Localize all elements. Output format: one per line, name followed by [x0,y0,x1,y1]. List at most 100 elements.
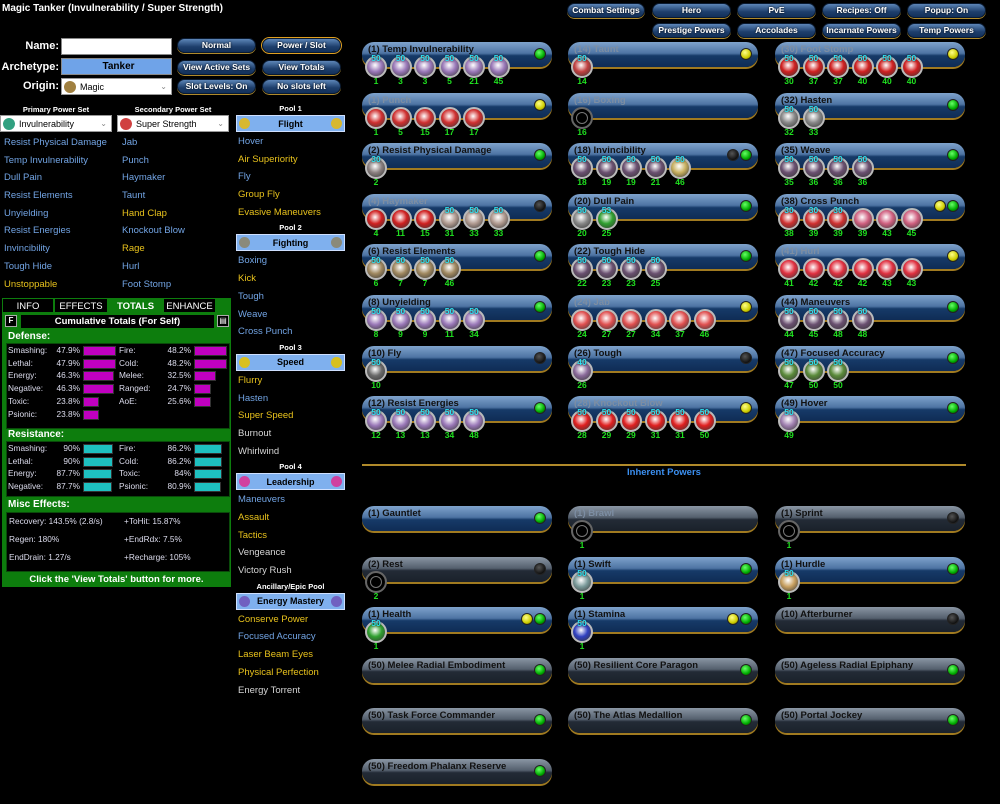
enhancement-slot[interactable] [669,410,691,433]
enhancement-slot[interactable] [644,157,667,180]
power-list-item-weave[interactable]: Weave [238,308,268,320]
enhancement-slot[interactable] [571,309,593,331]
power-entry-task-force-commander[interactable]: (50) Task Force Commander [362,708,552,748]
power-list-item-fly[interactable]: Fly [238,171,251,183]
temp-powers-button[interactable]: Temp Powers [907,23,986,38]
empty-slot[interactable] [571,106,593,129]
power-list-item-focused-accuracy[interactable]: Focused Accuracy [238,631,316,643]
accolades-button[interactable]: Accolades [737,23,816,38]
power-bar[interactable] [775,657,965,683]
power-list-item-tough-hide[interactable]: Tough Hide [4,260,53,272]
power-slot-button[interactable]: Power / Slot [262,38,341,53]
enhancement-slot[interactable] [900,258,923,281]
enhancement-slot[interactable] [389,258,412,281]
enhancement-slot[interactable] [827,258,849,281]
enhancement-slot[interactable] [365,56,387,78]
power-list-item-tactics[interactable]: Tactics [238,529,268,541]
enhancement-slot[interactable] [778,207,800,230]
power-bar[interactable] [775,506,965,531]
power-list-item-resist-energies[interactable]: Resist Energies [4,225,71,237]
enhancement-slot[interactable] [778,258,800,281]
power-list-item-taunt[interactable]: Taunt [122,190,146,202]
power-list-item-hurl[interactable]: Hurl [122,260,140,272]
enhancement-slot[interactable] [620,309,642,331]
power-list-item-hand-clap[interactable]: Hand Clap [122,207,167,219]
origin-dropdown[interactable]: Magic⌄ [61,78,172,95]
enhancement-slot[interactable] [414,309,436,331]
enhancement-slot[interactable] [802,258,825,281]
power-list-item-maneuvers[interactable]: Maneuvers [238,494,285,506]
enhancement-slot[interactable] [571,570,593,593]
enhancement-slot[interactable] [463,410,485,433]
power-list-item-kick[interactable]: Kick [238,273,256,285]
f-toggle-button[interactable]: F [5,315,17,327]
enhancement-slot[interactable] [669,309,691,331]
enhancement-slot[interactable] [487,207,510,230]
power-list-item-haymaker[interactable]: Haymaker [122,172,166,184]
power-list-item-foot-stomp[interactable]: Foot Stomp [122,278,172,290]
enhancement-slot[interactable] [827,56,849,78]
enhancement-slot[interactable] [365,106,387,129]
power-bar[interactable] [775,708,965,734]
enhancement-slot[interactable] [438,207,461,230]
tab-info[interactable]: INFO [2,298,54,313]
power-bar[interactable] [362,556,552,582]
power-bar[interactable] [568,708,758,734]
enhancement-slot[interactable] [595,410,618,433]
power-list-item-conserve-power[interactable]: Conserve Power [238,613,309,625]
enhancement-slot[interactable] [876,56,898,78]
enhancement-slot[interactable] [571,621,593,644]
enhancement-slot[interactable] [693,410,716,433]
enhancement-slot[interactable] [876,207,898,230]
enhancement-slot[interactable] [644,309,667,331]
enhancement-slot[interactable] [414,258,436,281]
power-list-item-temp-invulnerability[interactable]: Temp Invulnerability [4,154,88,166]
power-list-item-resist-physical-damage[interactable]: Resist Physical Damage [4,137,107,148]
enhancement-slot[interactable] [827,359,849,382]
primary-set-dropdown[interactable]: Invulnerability⌄ [0,115,112,132]
power-entry-melee-radial-embodiment[interactable]: (50) Melee Radial Embodiment [362,657,552,698]
enhancement-slot[interactable] [438,258,461,281]
enhancement-slot[interactable] [778,570,800,593]
enhancement-slot[interactable] [571,207,593,230]
slot-levels-button[interactable]: Slot Levels: On [177,79,256,94]
power-entry-the-atlas-medallion[interactable]: (50) The Atlas Medallion [568,708,758,748]
enhancement-slot[interactable] [595,258,618,281]
enhancement-slot[interactable] [851,157,874,180]
power-entry-ageless-radial-epiphany[interactable]: (50) Ageless Radial Epiphany [775,657,965,698]
power-list-item-tough[interactable]: Tough [238,290,264,302]
enhancement-slot[interactable] [365,207,387,230]
enhancement-slot[interactable] [365,309,387,331]
power-list-item-resist-elements[interactable]: Resist Elements [4,190,73,202]
enhancement-slot[interactable] [851,309,874,331]
power-bar[interactable] [362,708,552,734]
combat-settings-button[interactable]: Combat Settings [567,3,645,18]
enhancement-slot[interactable] [802,359,825,382]
enhancement-slot[interactable] [802,157,825,180]
enhancement-slot[interactable] [487,56,510,78]
power-list-item-hasten[interactable]: Hasten [238,392,269,404]
enhancement-slot[interactable] [571,359,593,382]
enhancement-slot[interactable] [620,157,642,180]
prestige-powers-button[interactable]: Prestige Powers [652,23,731,38]
power-list-item-punch[interactable]: Punch [122,154,149,166]
power-list-item-unstoppable[interactable]: Unstoppable [4,278,58,290]
archetype-selector[interactable]: Tanker [61,58,172,75]
enhancement-slot[interactable] [389,56,412,78]
power-bar[interactable] [568,607,758,633]
power-bar[interactable] [362,607,552,633]
enhancement-slot[interactable] [644,258,667,281]
enhancement-slot[interactable] [365,157,387,180]
power-list-item-physical-perfection[interactable]: Physical Perfection [238,666,319,678]
enhancement-slot[interactable] [802,309,825,331]
